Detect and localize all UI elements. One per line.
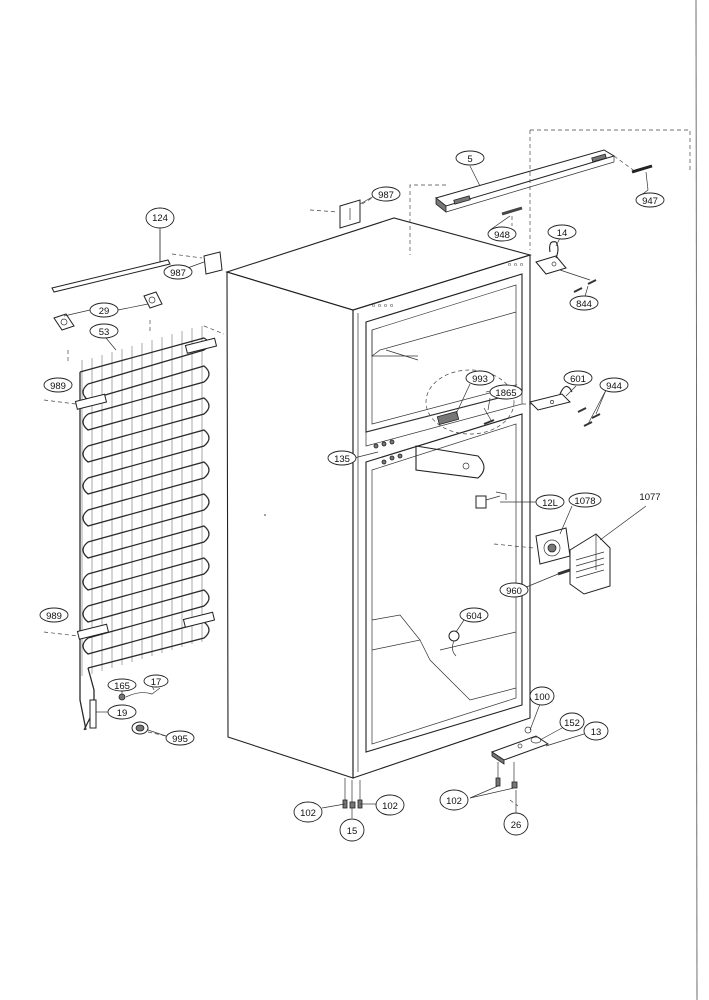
- callout-124: 124: [145, 207, 175, 229]
- callout-17: 17: [143, 674, 169, 688]
- svg-text:1078: 1078: [574, 496, 595, 507]
- svg-text:601: 601: [570, 374, 586, 385]
- callout-989-upper: 989: [43, 377, 73, 393]
- svg-text:944: 944: [606, 381, 622, 392]
- callout-1077: 1077: [639, 492, 660, 503]
- sensor-604: [448, 630, 460, 657]
- bottom-hinge: [490, 726, 550, 807]
- callout-102-right: 102: [375, 794, 405, 816]
- svg-text:14: 14: [557, 228, 568, 239]
- callout-987-top: 987: [371, 186, 401, 202]
- svg-text:15: 15: [347, 826, 358, 837]
- svg-text:19: 19: [117, 708, 128, 719]
- top-hinge-cover: [409, 129, 691, 255]
- svg-text:960: 960: [506, 586, 522, 597]
- svg-text:948: 948: [494, 230, 510, 241]
- callout-944: 944: [599, 377, 629, 393]
- callout-1865: 1865: [489, 384, 523, 400]
- svg-text:844: 844: [576, 299, 592, 310]
- callout-12L: 12L: [535, 494, 565, 510]
- callout-987-left: 987: [163, 264, 193, 280]
- leveling-legs: [342, 778, 363, 809]
- svg-text:152: 152: [564, 718, 580, 729]
- callout-26: 26: [503, 812, 529, 836]
- callout-844: 844: [569, 295, 599, 311]
- callout-13: 13: [583, 721, 609, 741]
- svg-text:26: 26: [511, 820, 522, 831]
- svg-text:12L: 12L: [542, 498, 558, 509]
- callout-993: 993: [465, 370, 495, 386]
- callout-995: 995: [165, 730, 195, 746]
- scan-edge-line: [695, 0, 698, 1000]
- svg-text:1077: 1077: [639, 492, 660, 503]
- svg-text:29: 29: [99, 306, 110, 317]
- pin-948: [501, 206, 523, 226]
- strip-124: [51, 230, 171, 293]
- callout-1078: 1078: [568, 492, 602, 508]
- hinge-14: [535, 241, 597, 293]
- svg-text:995: 995: [172, 734, 188, 745]
- callout-5: 5: [455, 150, 485, 166]
- svg-text:989: 989: [46, 611, 62, 622]
- callout-947: 947: [635, 192, 665, 208]
- svg-text:989: 989: [50, 381, 66, 392]
- svg-text:987: 987: [170, 268, 186, 279]
- cover-1077: [569, 533, 611, 595]
- screws-135: [373, 439, 403, 465]
- callout-102-hinge: 102: [439, 789, 469, 811]
- svg-text:987: 987: [378, 190, 394, 201]
- svg-text:135: 135: [334, 454, 350, 465]
- svg-text:100: 100: [534, 692, 550, 703]
- svg-text:o o o o: o o o o: [372, 303, 393, 309]
- svg-text:17: 17: [151, 677, 162, 688]
- callout-135: 135: [327, 450, 357, 466]
- svg-text:124: 124: [152, 213, 168, 224]
- hinge-601: [522, 385, 601, 427]
- bracket-987-left: [171, 251, 223, 275]
- callout-152: 152: [559, 712, 585, 732]
- svg-text:165: 165: [114, 681, 130, 692]
- middle-hinge-detail: [425, 369, 521, 435]
- screw-947: [631, 164, 653, 191]
- svg-text:604: 604: [466, 611, 482, 622]
- svg-text:102: 102: [446, 796, 462, 807]
- svg-text:o o o: o o o: [508, 262, 523, 268]
- svg-text:1865: 1865: [495, 388, 516, 399]
- svg-text:993: 993: [472, 374, 488, 385]
- callout-53: 53: [89, 323, 119, 339]
- svg-text:947: 947: [642, 196, 658, 207]
- svg-text:13: 13: [591, 727, 602, 738]
- callout-948: 948: [487, 226, 517, 242]
- callout-604: 604: [459, 607, 489, 623]
- callout-989-lower: 989: [39, 607, 69, 623]
- callout-19: 19: [107, 704, 137, 720]
- callout-102-left: 102: [293, 801, 323, 823]
- bracket-987-top: [309, 197, 373, 229]
- part-12L: [475, 491, 507, 509]
- svg-text:53: 53: [99, 327, 110, 338]
- callout-165: 165: [107, 678, 137, 692]
- callout-960: 960: [499, 582, 529, 598]
- thermostat-1078: [493, 527, 571, 565]
- screw-960: [557, 568, 571, 576]
- callout-601: 601: [563, 370, 593, 386]
- condenser-coil: [43, 320, 225, 731]
- svg-text:5: 5: [467, 154, 472, 165]
- callout-100: 100: [529, 686, 555, 706]
- svg-text:102: 102: [382, 801, 398, 812]
- callout-15: 15: [339, 818, 365, 842]
- callout-14: 14: [547, 224, 577, 240]
- svg-text:102: 102: [300, 808, 316, 819]
- callout-29: 29: [89, 302, 119, 318]
- grommet-995: [131, 721, 167, 737]
